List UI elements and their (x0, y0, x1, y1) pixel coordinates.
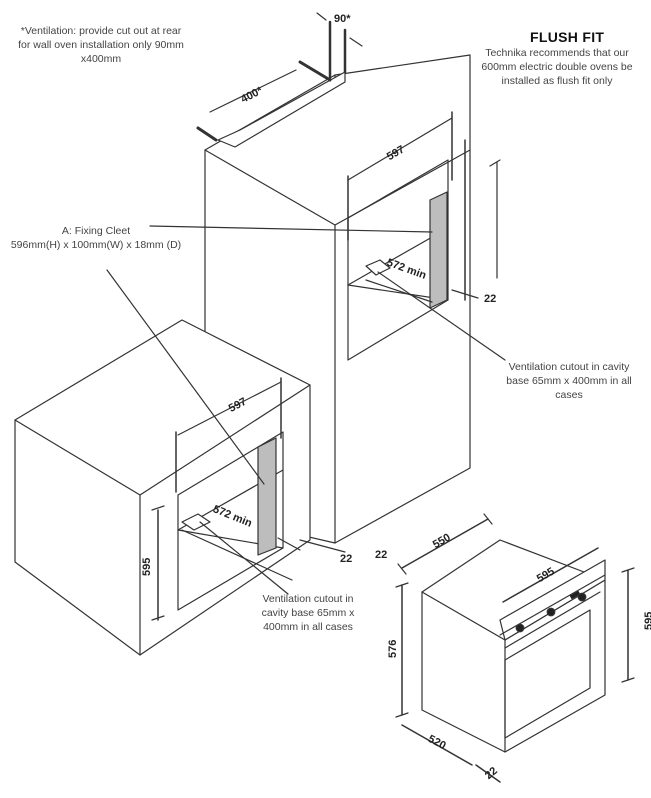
low-fixing-cleat (257, 437, 277, 556)
low-vent-slot (181, 513, 211, 531)
vent-depth-arrow-left (316, 12, 327, 21)
vent-low-line-1: Ventilation cutout in (262, 593, 354, 605)
tall-fixing-cleat (429, 191, 448, 309)
top-vent-tick-left (196, 126, 218, 142)
oven-knob-left (515, 623, 525, 633)
subtitle-line-1: Technika recommends that our (485, 47, 629, 59)
vent-tall-line-3: cases (555, 389, 583, 401)
low-depth-line (181, 529, 293, 581)
dim-low-height: 595 (141, 558, 153, 576)
top-vent-cutout (217, 71, 346, 148)
tall-width-line (347, 117, 453, 181)
vent-width-line (209, 69, 297, 113)
oven-front-width-line (502, 547, 599, 603)
tall-depth-line (365, 279, 433, 303)
vent-tall-line-2: base 65mm x 400mm in all (506, 375, 632, 387)
oven-body-depth-line (401, 724, 473, 766)
ventilation-rear-note: *Ventilation: provide cut out at rear fo… (6, 24, 196, 66)
tall-vent-slot (365, 259, 391, 276)
leader-vent-low (199, 521, 289, 595)
tall-gap-line (451, 289, 479, 299)
vent-depth-arrow-right (349, 37, 363, 47)
dim-oven-body-height: 576 (387, 640, 399, 658)
vent-low-line-3: 400mm in all cases (263, 621, 353, 633)
vent-rear-line-3: x400mm (80, 53, 122, 65)
dim-oven-depth: 550 (431, 531, 453, 551)
dim-tall-gap: 22 (484, 293, 496, 305)
low-housing-unit (14, 319, 311, 656)
subtitle-line-3: installed as flush fit only (501, 75, 613, 87)
oven-knob-right (577, 592, 587, 602)
oven-knob-middle (546, 607, 556, 617)
top-vent-tick-right (298, 60, 332, 82)
vent-cavity-tall-note: Ventilation cutout in cavity base 65mm x… (502, 360, 636, 402)
low-gap-line (277, 537, 301, 551)
dim-oven-gap: 22 (375, 549, 387, 561)
subtitle-line-2: 600mm electric double ovens be (481, 61, 633, 73)
dim-top-vent-depth: 90* (334, 13, 351, 25)
fixing-cleat-line-2: 596mm(H) x 100mm(W) x 18mm (D) (10, 239, 182, 251)
oven-depth-line (401, 518, 489, 569)
vent-low-line-2: cavity base 65mm x (261, 607, 355, 619)
fixing-cleat-line-1: A: Fixing Cleet (61, 225, 131, 237)
dim-low-gap: 22 (340, 553, 352, 565)
oven-fascia-line (475, 764, 501, 783)
leader-cleat-low (106, 269, 265, 485)
vent-tall-line-1: Ventilation cutout in cavity (508, 361, 630, 373)
leader-vent-tall (377, 271, 506, 361)
leader-cleat-tall (149, 225, 433, 233)
oven-appliance (421, 539, 606, 753)
fixing-cleat-note: A: Fixing Cleet 596mm(H) x 100mm(W) x 18… (6, 224, 186, 252)
flush-fit-subtitle: Technika recommends that our 600mm elect… (472, 46, 642, 88)
vent-rear-line-1: *Ventilation: provide cut out at rear (20, 25, 182, 37)
low-width-line (177, 381, 282, 436)
page-title: FLUSH FIT (530, 29, 605, 45)
dim-oven-height: 595 (643, 612, 651, 630)
vent-cavity-low-note: Ventilation cutout in cavity base 65mm x… (252, 592, 364, 634)
vent-rear-line-2: for wall oven installation only 90mm (18, 39, 184, 51)
